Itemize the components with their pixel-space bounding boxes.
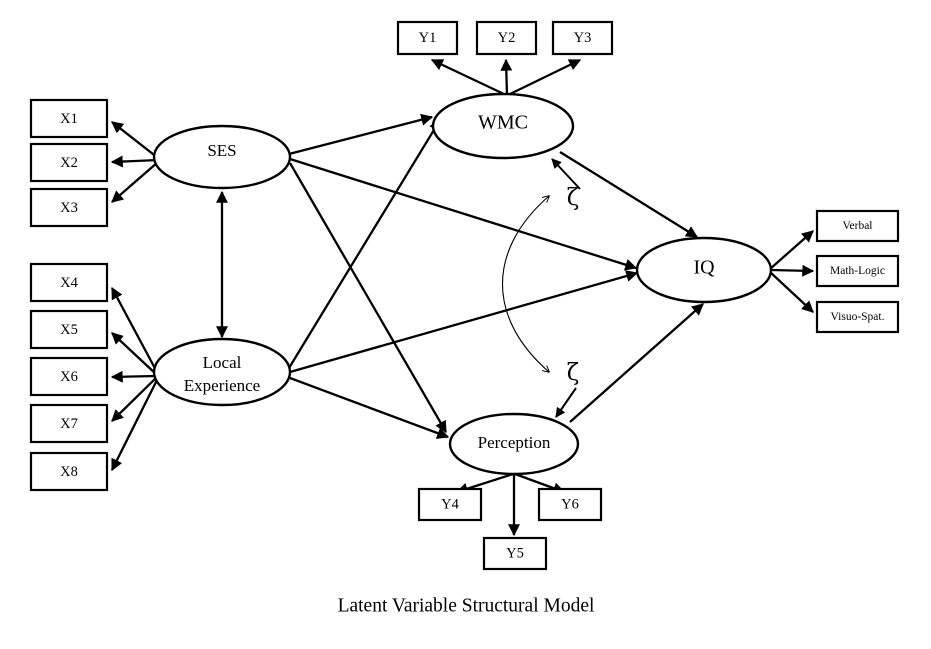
loading-ses-x2	[110, 155, 159, 168]
path-wmc-to-iq	[559, 151, 699, 238]
indicator-label-x2: X2	[60, 155, 78, 171]
measurement-group-iq	[769, 230, 815, 313]
path-localexp-to-iq	[289, 270, 639, 374]
latent-label-ses: SES	[207, 141, 236, 160]
latent-label-local-experience-line2: Experience	[184, 376, 260, 395]
loading-localexp-x4	[110, 286, 160, 375]
loading-localexp-x5	[111, 332, 158, 376]
indicator-label-visuo-spat: Visuo-Spat.	[831, 311, 885, 323]
measurement-group-local-experience	[110, 286, 160, 472]
indicator-label-verbal: Verbal	[842, 220, 872, 232]
indicator-box-x2: X2	[29, 142, 109, 183]
indicator-label-y4: Y4	[441, 496, 459, 512]
indicator-label-y5: Y5	[506, 545, 524, 561]
indicator-label-math-logic: Math-Logic	[830, 265, 885, 277]
loading-wmc-y3	[507, 58, 582, 97]
indicator-label-y6: Y6	[561, 496, 579, 512]
indicator-box-x6: X6	[29, 356, 109, 397]
indicator-box-x4: X4	[29, 262, 109, 303]
measurement-group-ses	[110, 121, 159, 203]
disturbance-label-zeta-perception: ζ	[567, 360, 579, 386]
indicator-box-x3: X3	[29, 187, 109, 228]
disturbance-arrow-perception	[555, 387, 577, 418]
indicator-box-y6: Y6	[537, 487, 603, 522]
latent-node-perception: Perception	[448, 412, 580, 476]
path-perception-to-iq	[569, 303, 704, 423]
indicator-box-x8: X8	[29, 451, 109, 492]
indicator-box-y2: Y2	[475, 20, 538, 56]
measurement-group-wmc	[430, 58, 582, 97]
loading-ses-x1	[111, 121, 159, 159]
indicator-box-x1: X1	[29, 98, 109, 139]
loading-iq-visuo-spat	[769, 271, 814, 313]
path-localexp-to-perception	[289, 376, 450, 439]
indicator-label-x5: X5	[60, 322, 78, 338]
latent-label-perception: Perception	[478, 433, 551, 452]
loading-wmc-y1	[430, 58, 507, 97]
indicator-label-y2: Y2	[498, 30, 516, 46]
covariance-zeta-wmc-zeta-perception	[501, 196, 550, 372]
indicator-label-y3: Y3	[574, 30, 592, 46]
latent-node-local-experience: Local Experience	[152, 337, 292, 407]
latent-label-local-experience-line1: Local	[203, 353, 242, 372]
loading-iq-math-logic	[770, 264, 815, 277]
disturbance-arrow-wmc	[551, 158, 581, 190]
indicator-box-verbal: Verbal	[815, 209, 900, 243]
figure-caption: Latent Variable Structural Model	[338, 595, 595, 616]
latent-node-iq: IQ	[635, 236, 773, 304]
indicator-box-y1: Y1	[396, 20, 459, 56]
path-localexp-to-wmc	[288, 118, 441, 369]
indicator-label-x1: X1	[60, 111, 78, 127]
indicator-box-x7: X7	[29, 403, 109, 444]
indicator-box-math-logic: Math-Logic	[815, 254, 900, 288]
loading-ses-x3	[111, 161, 159, 203]
indicator-box-visuo-spat: Visuo-Spat.	[815, 300, 900, 334]
loading-localexp-x6	[110, 370, 157, 383]
indicator-box-y4: Y4	[417, 487, 483, 522]
loading-localexp-x7	[111, 376, 158, 422]
latent-node-wmc: WMC	[431, 92, 575, 160]
structural-paths-group	[288, 113, 704, 439]
indicator-box-x5: X5	[29, 309, 109, 350]
indicator-label-x3: X3	[60, 200, 78, 216]
loading-wmc-y2	[500, 58, 513, 96]
indicator-label-x8: X8	[60, 464, 78, 480]
disturbance-label-zeta-wmc: ζ	[567, 185, 579, 211]
path-ses-to-iq	[289, 157, 638, 271]
loading-localexp-x8	[110, 377, 160, 472]
latent-label-wmc: WMC	[478, 112, 528, 134]
latent-node-ses: SES	[152, 124, 292, 190]
path-ses-to-wmc	[288, 113, 434, 156]
indicator-box-y3: Y3	[551, 20, 614, 56]
indicator-label-y1: Y1	[419, 30, 437, 46]
loading-iq-verbal	[769, 230, 814, 270]
path-ses-to-perception	[289, 162, 447, 434]
indicator-box-y5: Y5	[482, 536, 548, 571]
indicator-label-x6: X6	[60, 369, 78, 385]
latent-label-iq: IQ	[693, 257, 715, 279]
indicator-label-x7: X7	[60, 416, 78, 432]
indicator-label-x4: X4	[60, 275, 78, 291]
